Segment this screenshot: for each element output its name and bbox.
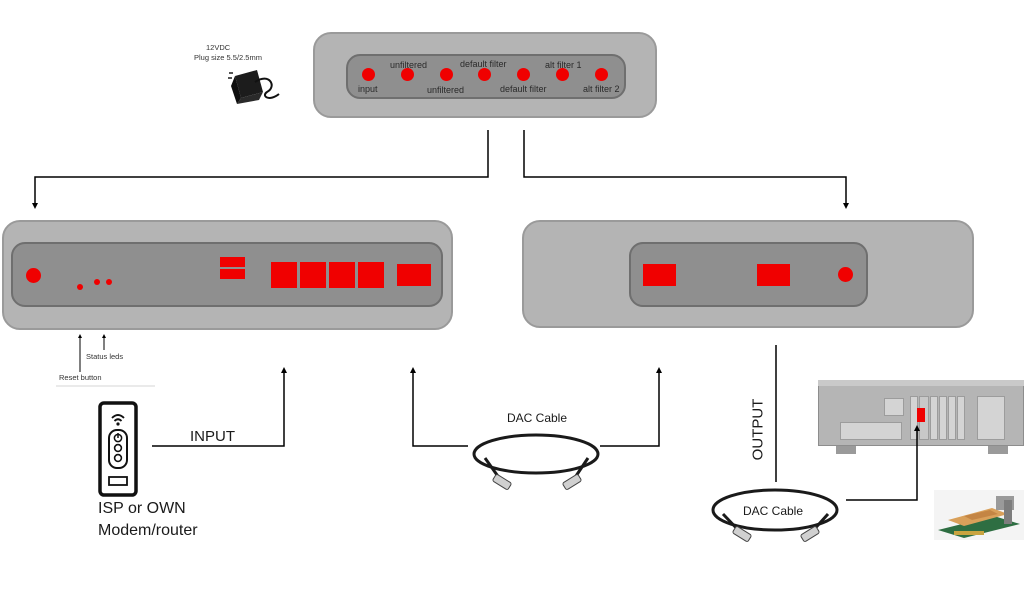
modem-router-icon: [98, 401, 138, 497]
arrow-top-to-right: [523, 130, 849, 209]
power-voltage-label: 12VDC: [206, 43, 231, 52]
label-default-filter-bottom: default filter: [500, 84, 547, 94]
reset-button[interactable]: [26, 268, 41, 283]
port-1: [271, 262, 297, 288]
server-psu: [977, 396, 1005, 440]
port-3: [329, 262, 355, 288]
input-label: INPUT: [190, 428, 235, 445]
right-device: [522, 220, 974, 328]
modem-label-line2: Modem/router: [98, 522, 198, 539]
server-foot-right: [988, 446, 1008, 454]
reset-button-label: Reset button: [59, 373, 102, 382]
dac-cable-2-icon: [711, 488, 839, 542]
dac-cable-1-label: DAC Cable: [507, 411, 568, 425]
server-foot-left: [836, 446, 856, 454]
status-leds-label: Status leds: [86, 352, 124, 361]
input-connection-line: [152, 367, 287, 447]
port-4: [358, 262, 384, 288]
server-top-edge: [818, 380, 1024, 386]
power-adapter-icon: [228, 70, 280, 104]
label-default-filter-top: default filter: [460, 59, 507, 69]
port-5: [397, 264, 431, 286]
server-slot-4: [939, 396, 947, 440]
output-label: OUTPUT: [749, 398, 767, 461]
port-stack-top: [220, 257, 245, 267]
status-led-3: [106, 279, 112, 285]
server-nic-port: [917, 408, 925, 422]
arrow-top-to-left: [32, 130, 489, 209]
label-alt-filter-1: alt filter 1: [545, 60, 582, 70]
server-drive-bay: [840, 422, 902, 440]
label-input: input: [358, 84, 378, 94]
power-plug-label: Plug size 5.5/2.5mm: [194, 53, 262, 62]
led-unfiltered-top: [401, 68, 414, 81]
right-led: [838, 267, 853, 282]
status-led-2: [94, 279, 100, 285]
dac-cable-2-label: DAC Cable: [743, 504, 804, 518]
status-led-1: [77, 284, 83, 290]
server-slot-6: [957, 396, 965, 440]
right-port-1: [643, 264, 676, 286]
port-stack-bottom: [220, 269, 245, 279]
server-slot-3: [930, 396, 938, 440]
dac-cable-1-icon: [472, 433, 600, 490]
network-card-icon: [934, 490, 1024, 540]
led-alt-filter-1: [556, 68, 569, 81]
led-default-filter-top: [478, 68, 491, 81]
label-unfiltered-bottom: unfiltered: [427, 85, 465, 95]
label-alt-filter-2: alt filter 2: [583, 84, 620, 94]
dac-right-arrow: [600, 367, 662, 447]
modem-label-line1: ISP or OWN: [98, 500, 186, 517]
server-slot-block: [884, 398, 904, 416]
server-slot-5: [948, 396, 956, 440]
led-default-filter-bottom: [517, 68, 530, 81]
led-alt-filter-2: [595, 68, 608, 81]
right-port-2: [757, 264, 790, 286]
led-input: [362, 68, 375, 81]
dac-left-arrow: [410, 367, 468, 447]
server-connection-line: [846, 425, 920, 501]
led-unfiltered-bottom: [440, 68, 453, 81]
port-2: [300, 262, 326, 288]
label-unfiltered-top: unfiltered: [390, 60, 428, 70]
